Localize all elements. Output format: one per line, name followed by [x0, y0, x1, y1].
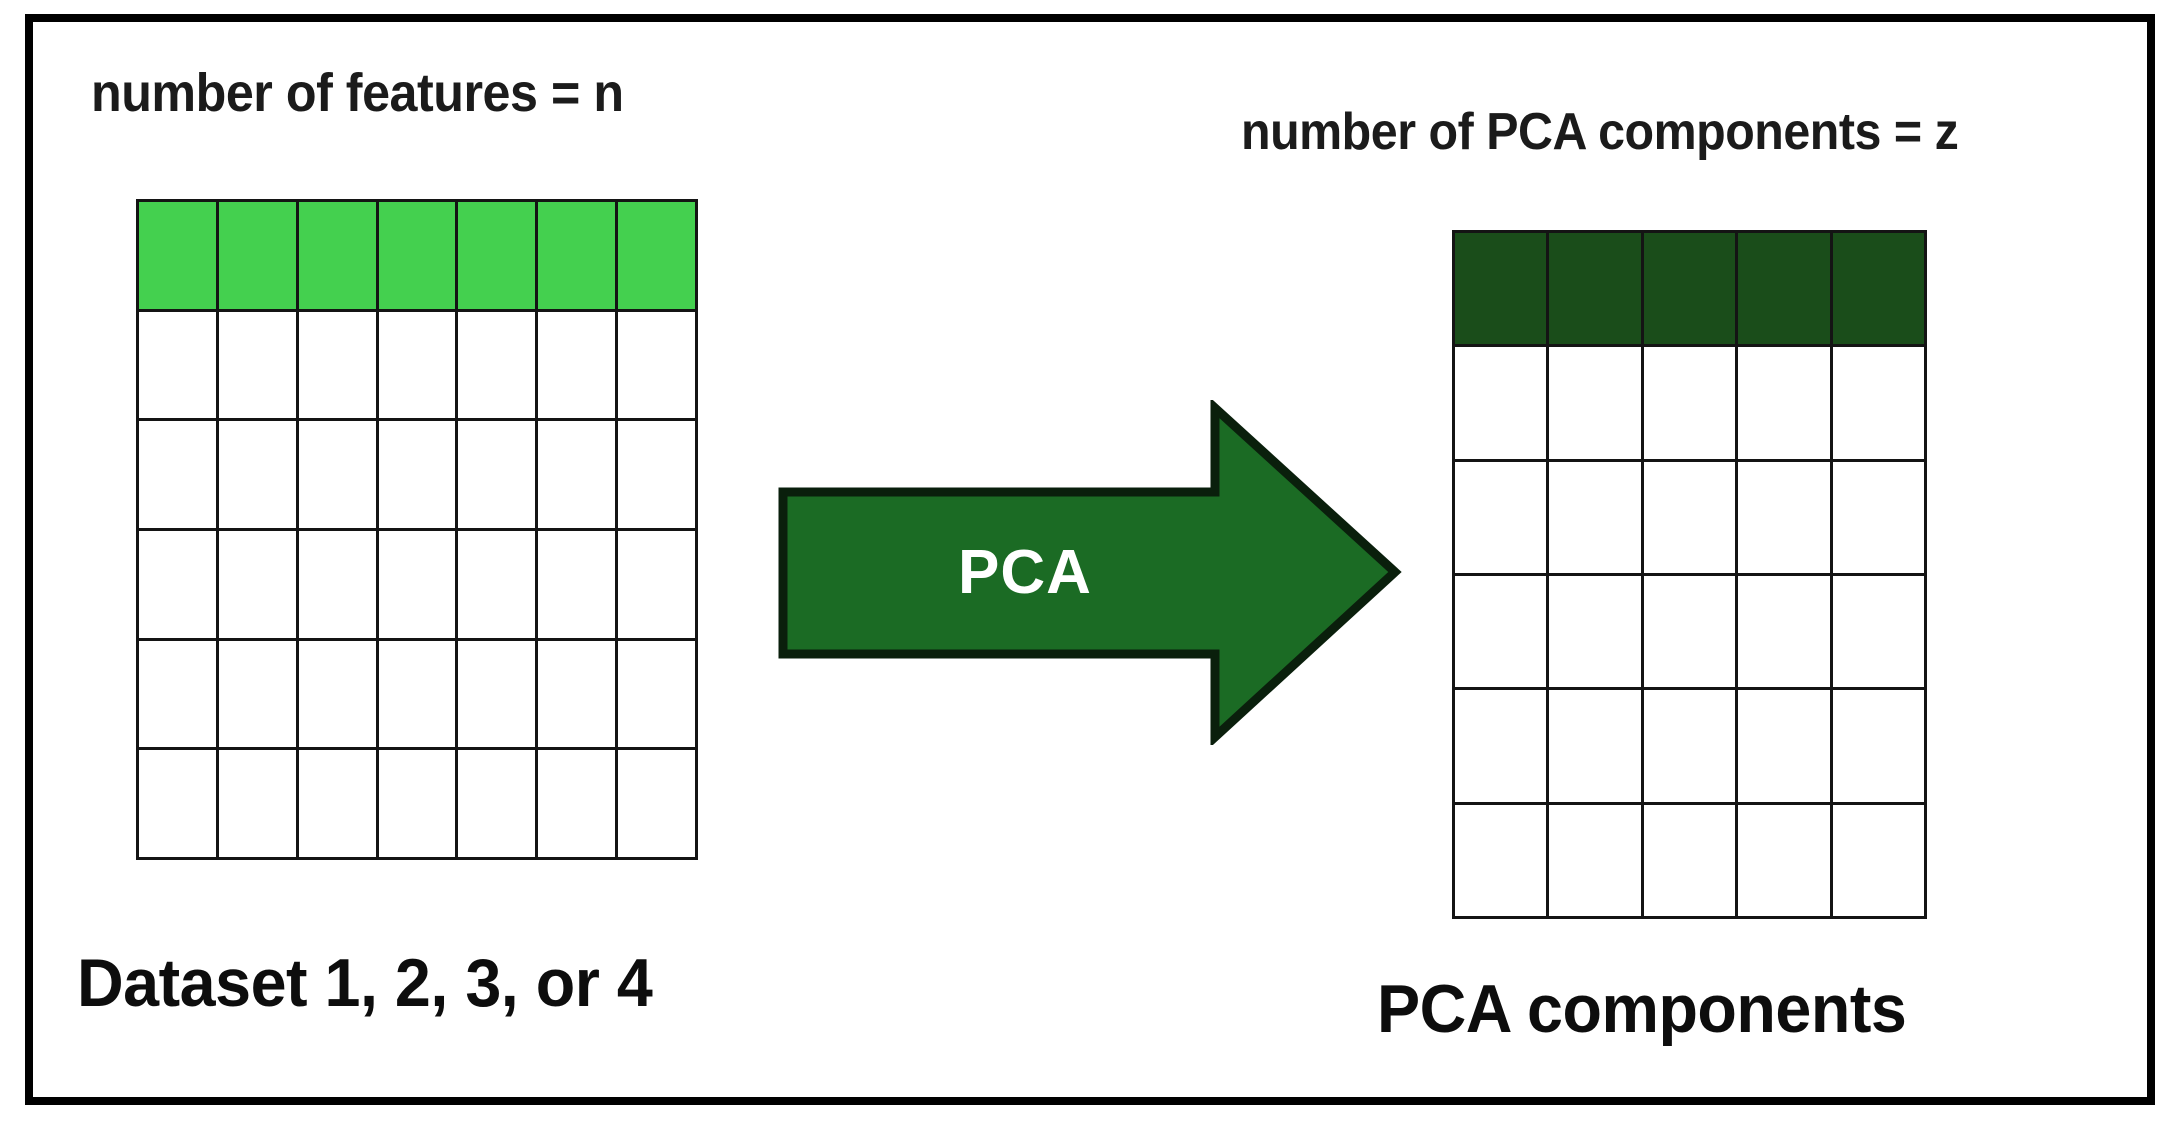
matrix-cell	[1643, 804, 1736, 916]
matrix-cell	[458, 311, 536, 419]
components-count-caption: number of PCA components = z	[1241, 103, 1959, 161]
matrix-cell	[218, 421, 296, 528]
matrix-cell	[1832, 576, 1924, 688]
matrix-cell	[1738, 347, 1830, 459]
pca-arrow: PCA	[775, 400, 1403, 745]
matrix-cell	[1455, 690, 1547, 802]
matrix-cell	[1738, 461, 1830, 573]
matrix-cell	[1643, 347, 1736, 459]
matrix-cell-header	[538, 202, 616, 309]
matrix-cell	[458, 750, 536, 857]
matrix-cell	[139, 750, 216, 857]
matrix-cell	[1455, 347, 1547, 459]
matrix-cell	[218, 530, 296, 638]
matrix-cell-header	[1455, 233, 1547, 345]
matrix-cell	[1643, 461, 1736, 573]
matrix-cell	[298, 640, 376, 748]
matrix-cell	[1455, 576, 1547, 688]
matrix-cell	[538, 530, 616, 638]
matrix-cell	[1832, 690, 1924, 802]
matrix-cell	[378, 421, 456, 528]
matrix-cell	[378, 750, 456, 857]
matrix-cell	[1455, 804, 1547, 916]
matrix-cell	[1832, 461, 1924, 573]
matrix-cell	[298, 530, 376, 638]
matrix-cell	[139, 311, 216, 419]
matrix-cell	[1549, 576, 1641, 688]
matrix-cell	[1738, 576, 1830, 688]
matrix-cell	[378, 530, 456, 638]
matrix-cell	[1832, 804, 1924, 916]
matrix-cell	[1455, 461, 1547, 573]
matrix-cell-header	[1738, 233, 1830, 345]
matrix-cell-header	[618, 202, 695, 309]
matrix-cell	[458, 421, 536, 528]
matrix-cell-header	[458, 202, 536, 309]
matrix-cell	[218, 750, 296, 857]
matrix-cell	[298, 421, 376, 528]
matrix-cell	[139, 640, 216, 748]
features-count-caption: number of features = n	[91, 63, 624, 123]
matrix-cell	[1549, 804, 1641, 916]
matrix-cell-header	[1549, 233, 1641, 345]
matrix-cell	[1643, 690, 1736, 802]
matrix-cell	[618, 750, 695, 857]
matrix-cell-header	[378, 202, 456, 309]
matrix-cell	[378, 640, 456, 748]
matrix-cell	[1832, 347, 1924, 459]
arrow-right-icon	[778, 400, 1402, 745]
matrix-cell-header	[139, 202, 216, 309]
matrix-cell	[1738, 804, 1830, 916]
matrix-cell	[1549, 690, 1641, 802]
matrix-cell	[618, 530, 695, 638]
pca-components-matrix	[1452, 230, 1927, 919]
matrix-cell	[139, 421, 216, 528]
matrix-cell	[538, 750, 616, 857]
dataset-label: Dataset 1, 2, 3, or 4	[77, 945, 653, 1021]
matrix-cell	[139, 530, 216, 638]
matrix-cell	[618, 421, 695, 528]
dataset-matrix	[136, 199, 698, 860]
matrix-cell	[538, 311, 616, 419]
pca-components-label: PCA components	[1377, 971, 1907, 1047]
matrix-cell	[458, 530, 536, 638]
matrix-cell	[1549, 461, 1641, 573]
matrix-cell	[538, 421, 616, 528]
matrix-cell-header	[218, 202, 296, 309]
matrix-cell	[458, 640, 536, 748]
matrix-cell	[298, 750, 376, 857]
matrix-cell	[218, 640, 296, 748]
matrix-cell	[618, 311, 695, 419]
matrix-cell	[218, 311, 296, 419]
matrix-cell	[1738, 690, 1830, 802]
matrix-cell	[538, 640, 616, 748]
matrix-cell	[1549, 347, 1641, 459]
matrix-cell-header	[298, 202, 376, 309]
matrix-cell	[1643, 576, 1736, 688]
matrix-cell	[378, 311, 456, 419]
outer-frame-border: number of features = n	[25, 14, 2155, 1105]
matrix-cell	[618, 640, 695, 748]
matrix-cell-header	[1832, 233, 1924, 345]
matrix-cell-header	[1643, 233, 1736, 345]
matrix-cell	[298, 311, 376, 419]
